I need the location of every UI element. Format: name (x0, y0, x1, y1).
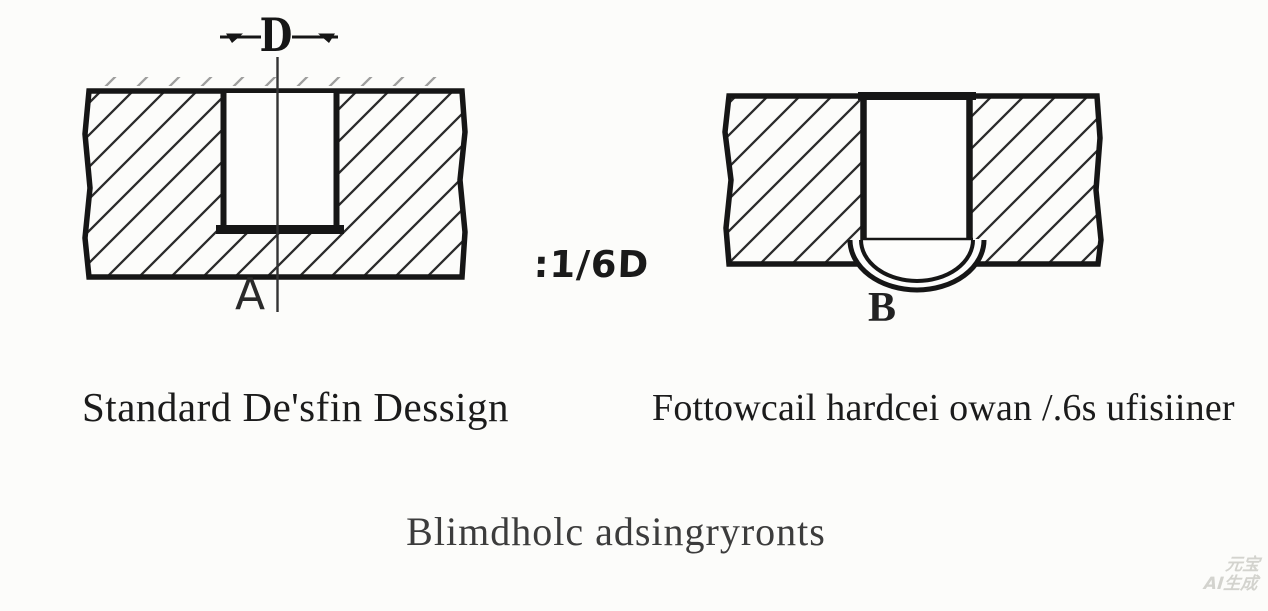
ai-watermark-line1: 元宝 (1224, 555, 1261, 575)
dim-label-d: D (260, 8, 293, 62)
ratio-note: :1/6D (533, 243, 650, 286)
right-blind-hole (864, 98, 970, 240)
ai-watermark: 元宝 AI生成 (1202, 555, 1261, 595)
caption-left-design: Standard De'sfin Dessign (82, 384, 510, 430)
right-hole-outer-arc (847, 239, 987, 293)
left-figure: D A (82, 8, 468, 320)
left-blind-hole (222, 93, 338, 227)
technical-drawing: D A :1/6D B (82, 8, 1104, 331)
right-figure: B (722, 92, 1104, 331)
left-hole-outline (216, 91, 344, 234)
ai-watermark-line2: AI生成 (1202, 574, 1259, 595)
caption-title-bottom: Blimdholc adsingryronts (406, 509, 826, 554)
point-label-b: B (868, 285, 896, 331)
caption-right-design: Fottowcail hardcei owan /.6s ufisiiner (652, 387, 1235, 429)
right-hole-outline (847, 96, 987, 293)
right-hole-bulge (851, 239, 983, 288)
hatch-overshoot (96, 77, 452, 86)
dimension-arrow-left-icon (226, 33, 243, 43)
diameter-dimension: D (220, 8, 338, 62)
dimension-arrow-right-icon (318, 33, 335, 43)
point-label-a: A (235, 269, 265, 320)
right-hole-inner-arc (859, 239, 975, 283)
